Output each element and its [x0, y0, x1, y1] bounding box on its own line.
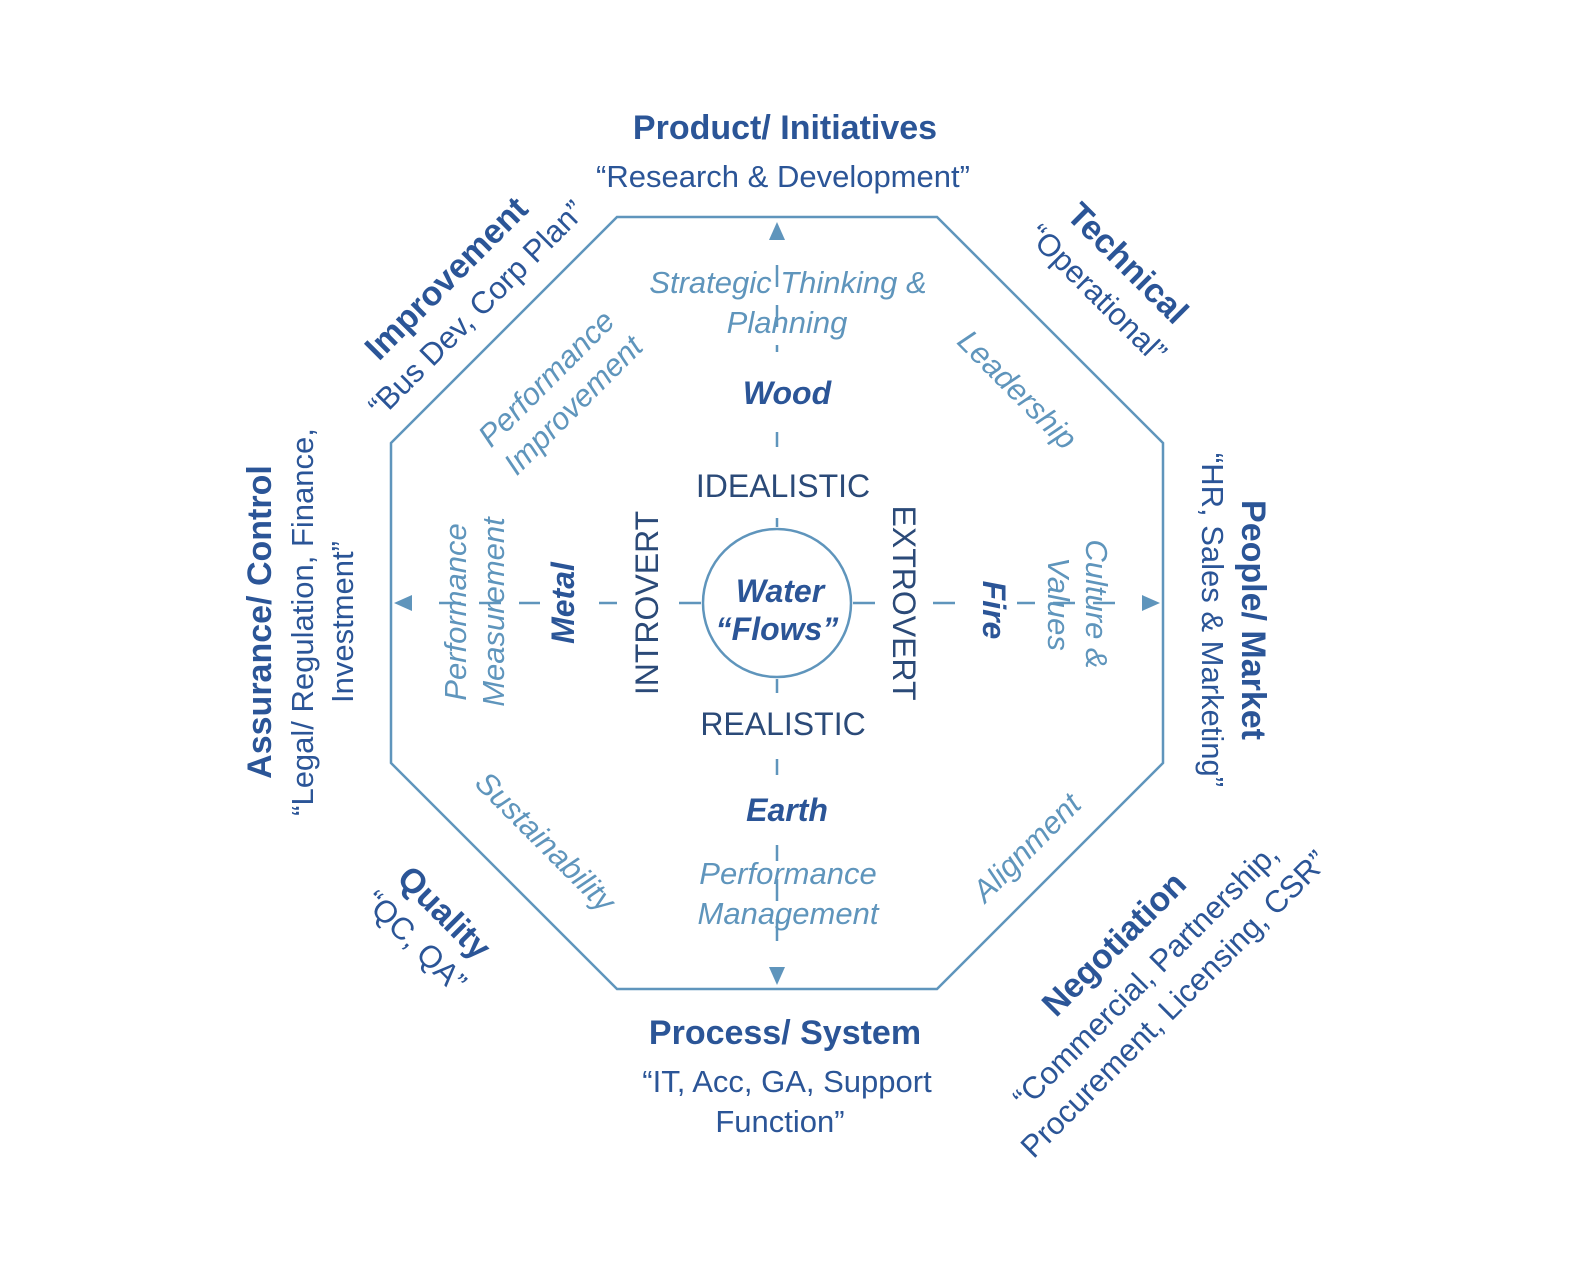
outer-top-subtitle: “Research & Development”: [596, 159, 970, 194]
arrow-right-icon: [1142, 595, 1160, 611]
inner-bottom-left-label: Sustainability: [468, 765, 624, 921]
inner-bottom-right-group: Alignment: [964, 786, 1089, 911]
arrow-down-icon: [769, 967, 785, 985]
element-wood: Wood: [743, 375, 833, 411]
inner-top-group: Strategic Thinking & Planning: [649, 265, 926, 340]
inner-top-left-group: Performance Improvement: [471, 303, 650, 481]
outer-top-right-group: Technical “Operational”: [1021, 196, 1195, 370]
element-fire-group: Fire: [976, 581, 1012, 640]
inner-bottom-label-2: Management: [698, 896, 880, 931]
arrow-left-icon: [394, 595, 412, 611]
bg-earth: [700, 775, 855, 845]
bg-wood: [700, 352, 855, 432]
axis-label-idealistic: IDEALISTIC: [696, 468, 870, 504]
outer-right-subtitle: “HR, Sales & Marketing”: [1195, 453, 1230, 787]
center-label-2: “Flows”: [716, 611, 839, 647]
element-metal: Metal: [545, 561, 581, 644]
axis-label-extrovert: EXTROVERT: [886, 506, 922, 701]
inner-left-label-2: Measurement: [476, 516, 511, 707]
inner-right-label-1: Culture &: [1079, 539, 1114, 668]
inner-top-label-2: Planning: [727, 305, 848, 340]
outer-left-subtitle-2: Investment”: [325, 541, 360, 703]
arrow-up-icon: [769, 222, 785, 240]
axis-label-introvert-group: INTROVERT: [629, 511, 665, 695]
bg-extrovert: [876, 520, 932, 685]
inner-bottom-right-label: Alignment: [964, 786, 1089, 911]
center-label-1: Water: [736, 573, 826, 609]
outer-left-title: Assurance/ Control: [241, 465, 279, 779]
axis-label-extrovert-group: EXTROVERT: [886, 506, 922, 701]
inner-left-group: Performance Measurement: [438, 516, 511, 707]
bg-idealistic: [695, 456, 860, 518]
bg-introvert: [617, 520, 673, 685]
element-fire: Fire: [976, 581, 1012, 640]
outer-bottom-title: Process/ System: [649, 1014, 921, 1052]
inner-bottom-left-group: Sustainability: [468, 765, 624, 921]
bg-realistic: [700, 693, 860, 751]
outer-top-group: Product/ Initiatives “Research & Develop…: [596, 109, 970, 194]
axis-label-realistic: REALISTIC: [700, 706, 865, 742]
outer-left-group: Assurance/ Control “Legal/ Regulation, F…: [241, 428, 360, 816]
axis-label-introvert: INTROVERT: [629, 511, 665, 695]
inner-bottom-label-1: Performance: [699, 856, 876, 891]
element-metal-group: Metal: [545, 561, 581, 644]
element-earth: Earth: [746, 792, 828, 828]
outer-bottom-subtitle-2: Function”: [715, 1104, 844, 1139]
outer-right-title: People/ Market: [1234, 500, 1272, 740]
inner-right-group: Culture & Values: [1041, 539, 1114, 668]
octagon-outline: [389, 215, 1165, 991]
inner-bottom-group: Performance Management: [698, 856, 880, 931]
center-circle: [701, 527, 853, 679]
inner-left-label-1: Performance: [438, 523, 473, 700]
outer-bottom-group: Process/ System “IT, Acc, GA, Support Fu…: [642, 1014, 932, 1139]
outer-bottom-subtitle-1: “IT, Acc, GA, Support: [642, 1064, 932, 1099]
bg-metal: [540, 540, 584, 665]
outer-top-title: Product/ Initiatives: [633, 109, 937, 147]
bg-fire: [973, 560, 1017, 660]
inner-top-label-1: Strategic Thinking &: [649, 265, 926, 300]
outer-left-subtitle-1: “Legal/ Regulation, Finance,: [285, 428, 320, 816]
outer-right-group: People/ Market “HR, Sales & Marketing”: [1195, 453, 1272, 787]
outer-bottom-left-group: Quality “QC, QA”: [357, 859, 498, 1000]
inner-right-label-2: Values: [1041, 557, 1076, 651]
